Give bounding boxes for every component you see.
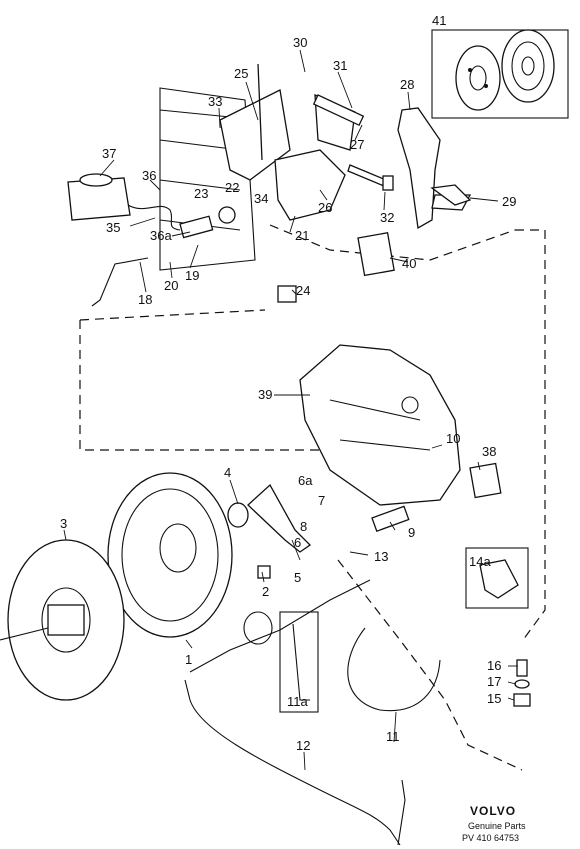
callout-36a: 36a [150, 228, 172, 243]
callout-28: 28 [400, 77, 414, 92]
release-fork [247, 483, 312, 553]
fastener-stack [513, 659, 531, 707]
master-cylinder [179, 206, 236, 239]
callout-35: 35 [106, 220, 120, 235]
clutch-kit-inset [455, 29, 555, 111]
clutch-disc [0, 539, 125, 701]
wire-ring [243, 611, 273, 645]
bell-housing [299, 344, 461, 506]
callout-40: 40 [402, 256, 416, 271]
callout-21: 21 [295, 228, 309, 243]
flexible-hose [347, 627, 441, 712]
callout-6: 6 [294, 535, 301, 550]
leader-lines [63, 49, 518, 771]
pedal-pad [430, 184, 472, 206]
bulkhead-assembly [159, 63, 365, 271]
bolt [257, 565, 271, 579]
callout-18: 18 [138, 292, 152, 307]
callout-36: 36 [142, 168, 156, 183]
callout-1: 1 [185, 652, 192, 667]
callout-30: 30 [293, 35, 307, 50]
inset-box-41 [431, 29, 569, 119]
callout-4: 4 [224, 465, 231, 480]
callout-14a: 14a [469, 554, 491, 569]
fluid-reservoir [67, 173, 131, 221]
callout-19: 19 [185, 268, 199, 283]
callout-5: 5 [294, 570, 301, 585]
callout-17: 17 [487, 674, 501, 689]
part-code: PV 410 64753 [462, 833, 519, 843]
callout-labels: 1 2 3 4 5 6 6a 7 8 9 10 11 11a 12 13 14a… [60, 13, 516, 753]
callout-7: 7 [318, 493, 325, 508]
clutch-pedal [397, 107, 472, 230]
tool-hook [292, 623, 310, 701]
callout-25: 25 [234, 66, 248, 81]
callout-38: 38 [482, 444, 496, 459]
cover-plate [357, 232, 395, 277]
group-boundary-left [79, 320, 330, 451]
callout-9: 9 [408, 525, 415, 540]
callout-31: 31 [333, 58, 347, 73]
callout-16: 16 [487, 658, 501, 673]
pivot-bolt [347, 164, 394, 191]
hydraulic-pipe-upper [91, 257, 149, 307]
callout-2: 2 [262, 584, 269, 599]
callout-34: 34 [254, 191, 268, 206]
footer-subtitle: Genuine Parts [468, 821, 526, 831]
group-boundary-right [515, 229, 546, 641]
callout-20: 20 [164, 278, 178, 293]
callout-32: 32 [380, 210, 394, 225]
callout-24: 24 [296, 283, 310, 298]
callout-41: 41 [432, 13, 446, 28]
callout-22: 22 [225, 180, 239, 195]
group-boundary-top [79, 309, 266, 321]
pipe-connector [189, 579, 371, 673]
callout-23: 23 [194, 186, 208, 201]
pressure-plate [107, 472, 233, 638]
inset-box-14a [465, 547, 529, 609]
callout-11: 11 [386, 729, 400, 744]
callout-12: 12 [296, 738, 310, 753]
hose-end [397, 779, 406, 846]
callout-27: 27 [350, 137, 364, 152]
callout-37: 37 [102, 146, 116, 161]
supply-hose [127, 204, 181, 231]
callout-33: 33 [208, 94, 222, 109]
callout-26: 26 [318, 200, 332, 215]
callout-29: 29 [502, 194, 516, 209]
callout-39: 39 [258, 387, 272, 402]
callout-11a: 11a [287, 694, 308, 709]
brand-name: VOLVO [470, 804, 516, 818]
bracket [469, 462, 502, 499]
callout-6a: 6a [298, 473, 313, 488]
slave-cylinder [371, 505, 410, 532]
group-boundary-mid [269, 224, 516, 261]
footer: VOLVO Genuine Parts PV 410 64753 [462, 804, 526, 843]
callout-3: 3 [60, 516, 67, 531]
callout-13: 13 [374, 549, 388, 564]
release-bearing [227, 502, 249, 528]
callout-10: 10 [446, 431, 460, 446]
hydraulic-route-dash [337, 559, 523, 771]
inset-box-11a [279, 611, 319, 713]
callout-8: 8 [300, 519, 307, 534]
hydraulic-pipe-lower [184, 679, 401, 846]
clip [277, 285, 297, 303]
callout-15: 15 [487, 691, 501, 706]
retainer-spring [479, 559, 519, 599]
